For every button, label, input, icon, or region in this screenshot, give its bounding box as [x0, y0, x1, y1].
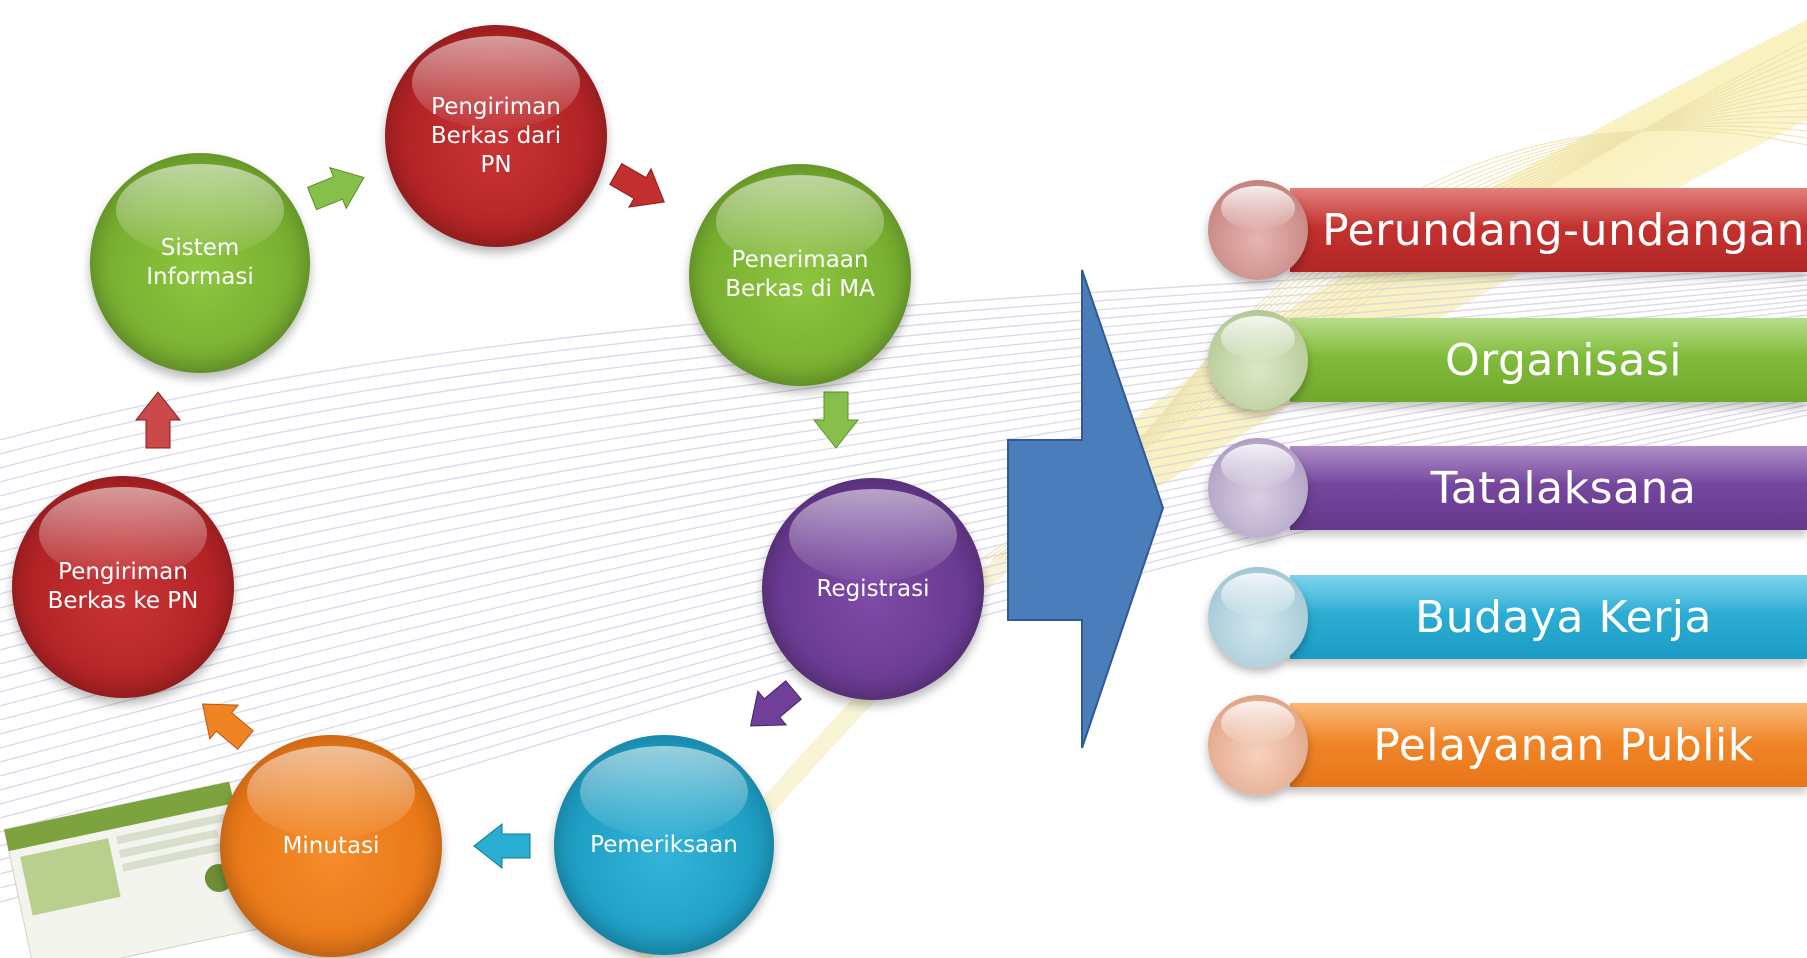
arrow-icon-penerimaan-to-registrasi — [812, 391, 860, 449]
category-orb-purple — [1208, 438, 1308, 538]
node-registrasi: Registrasi — [762, 478, 984, 700]
category-label: Organisasi — [1445, 334, 1682, 386]
node-label: Pemeriksaan — [590, 831, 738, 858]
arrow-icon-sistem-to-pengiriman — [306, 166, 365, 211]
node-minutasi: Minutasi — [220, 735, 442, 957]
node-label: Penerimaan Berkas di MA — [725, 247, 875, 302]
arrow-icon-pengiriman-ke-pn-to-sistem — [134, 391, 182, 449]
category-orb-blue — [1208, 567, 1308, 667]
webpage-thumbnail-image — [3, 781, 261, 958]
node-label: Sistem Informasi — [146, 235, 254, 290]
category-label: Tatalaksana — [1430, 462, 1697, 514]
swoosh-line — [0, 354, 1807, 735]
node-pengiriman-berkas-dari-pn: Pengiriman Berkas dari PN — [385, 25, 607, 247]
arrow-icon-minutasi-to-pengiriman-ke-pn — [201, 703, 254, 750]
category-orb-orange — [1208, 695, 1308, 795]
main-right-arrow — [1007, 269, 1165, 749]
arrow-icon-pemeriksaan-to-minutasi — [473, 822, 531, 870]
node-label: Pengiriman Berkas ke PN — [47, 559, 199, 614]
category-bar-organisasi: Organisasi — [1290, 318, 1807, 402]
swoosh-line — [0, 349, 1807, 721]
swoosh-line — [0, 279, 1807, 525]
category-bar-budaya-kerja: Budaya Kerja — [1290, 575, 1807, 659]
node-label: Minutasi — [282, 832, 380, 859]
arrow-icon-registrasi-to-pemeriksaan — [749, 680, 802, 727]
category-orb-red — [1208, 180, 1308, 280]
node-label: Registrasi — [816, 575, 930, 602]
category-bar-perundang-undangan: Perundang-undangan — [1290, 188, 1807, 272]
category-bar-tatalaksana: Tatalaksana — [1290, 446, 1807, 530]
category-label: Perundang-undangan — [1322, 204, 1805, 256]
category-label: Pelayanan Publik — [1373, 719, 1754, 771]
node-penerimaan-berkas-di-ma: Penerimaan Berkas di MA — [689, 164, 911, 386]
category-orb-green — [1208, 310, 1308, 410]
node-sistem-informasi: Sistem Informasi — [90, 153, 310, 373]
category-label: Budaya Kerja — [1415, 591, 1712, 643]
arrow-icon-pengiriman-to-penerimaan — [609, 162, 665, 208]
node-pemeriksaan: Pemeriksaan — [554, 735, 774, 955]
swoosh-line — [0, 359, 1807, 749]
node-label: Pengiriman Berkas dari PN — [430, 93, 562, 178]
node-pengiriman-berkas-ke-pn: Pengiriman Berkas ke PN — [12, 476, 234, 698]
category-bar-pelayanan-publik: Pelayanan Publik — [1290, 703, 1807, 787]
